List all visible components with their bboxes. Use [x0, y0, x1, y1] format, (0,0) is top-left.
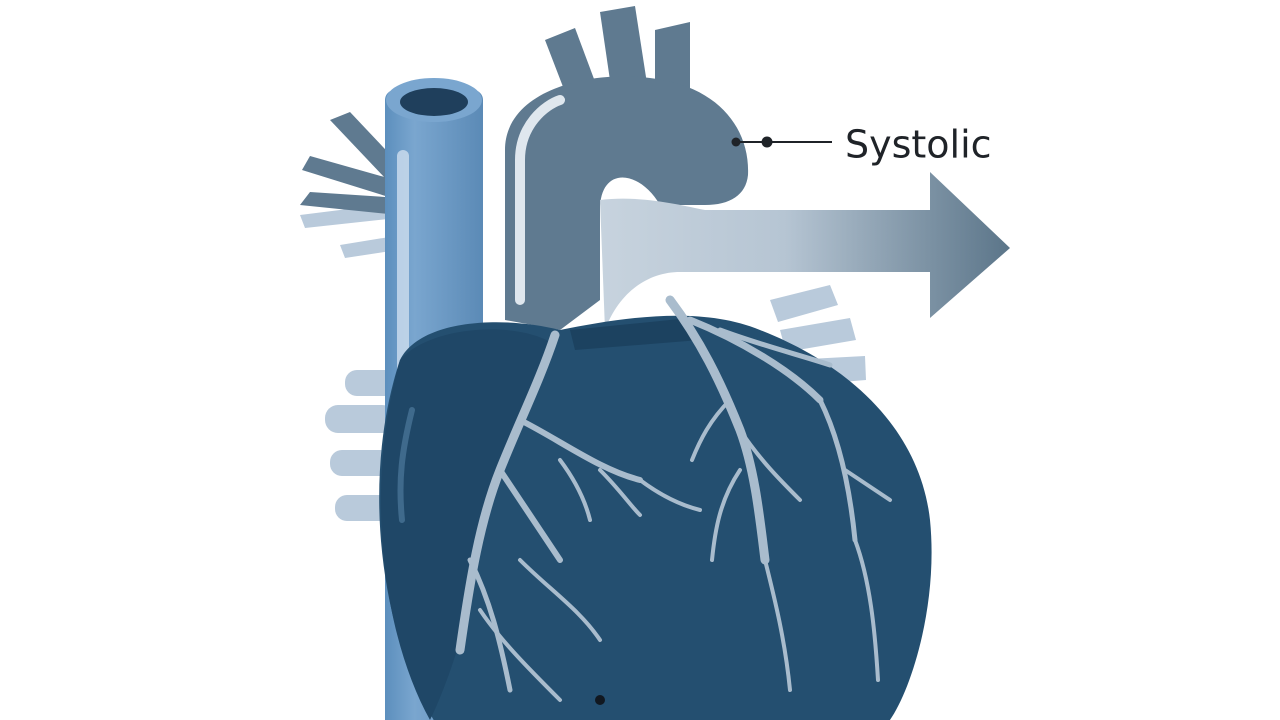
- callout-dot-marker: [761, 136, 773, 148]
- aortic-arch: [505, 6, 749, 330]
- bottom-marker-dot: [595, 695, 605, 705]
- systolic-callout: Systolic: [731, 123, 992, 167]
- coronary-arteries: [455, 295, 892, 702]
- systolic-flow-arrow: [600, 172, 1010, 330]
- systolic-label: Systolic: [845, 123, 992, 167]
- brachiocephalic-vessels: [300, 112, 400, 215]
- callout-dot-start: [731, 137, 741, 147]
- heart-body: [379, 315, 932, 720]
